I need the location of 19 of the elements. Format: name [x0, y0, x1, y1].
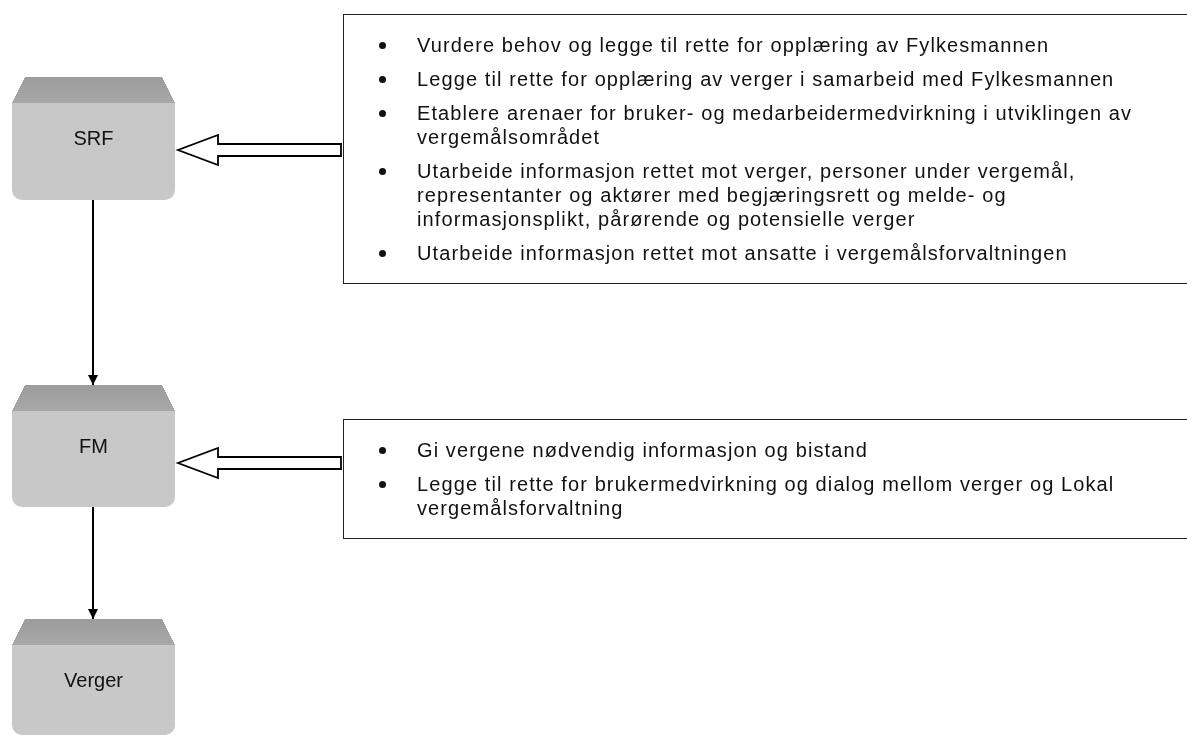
box-label: FM	[79, 435, 108, 457]
bullet-list-box	[343, 419, 1187, 539]
hollow-arrow	[175, 446, 342, 480]
bullet-item: Etablere arenaer for bruker- og medarbeidermedvirkning i utviklingen av vergemålsområdet	[417, 101, 1134, 149]
bullet-item: Utarbeide informasjon rettet mot ansatte i vergemålsforvaltningen	[417, 241, 1068, 265]
bullet-item: Legge til rette for brukermedvirkning og dialog mellom verger og Lokal vergemålsforvaltning	[417, 472, 1116, 520]
hollow-arrow	[175, 133, 342, 167]
bullet-item: Utarbeide informasjon rettet mot verger, personer under vergemål, representanter og aktører med begjæringsrett og melde- og informasjonsplikt, pårørende og potensielle verger	[417, 159, 1077, 231]
bullet-list-box	[343, 14, 1187, 284]
bullet-item: Legge til rette for opplæring av verger i samarbeid med Fylkesmannen	[417, 67, 1115, 91]
bevel-box	[12, 77, 175, 200]
bullet-item: Vurdere behov og legge til rette for opplæring av Fylkesmannen	[417, 33, 1050, 57]
bullet-item: Gi vergene nødvendig informasjon og bistand	[417, 438, 868, 462]
box-label: Verger	[64, 669, 123, 691]
bevel-box	[12, 619, 175, 735]
box-label: SRF	[73, 127, 114, 149]
arrow	[88, 506, 98, 620]
bevel-box	[12, 385, 175, 507]
arrow	[88, 199, 98, 386]
